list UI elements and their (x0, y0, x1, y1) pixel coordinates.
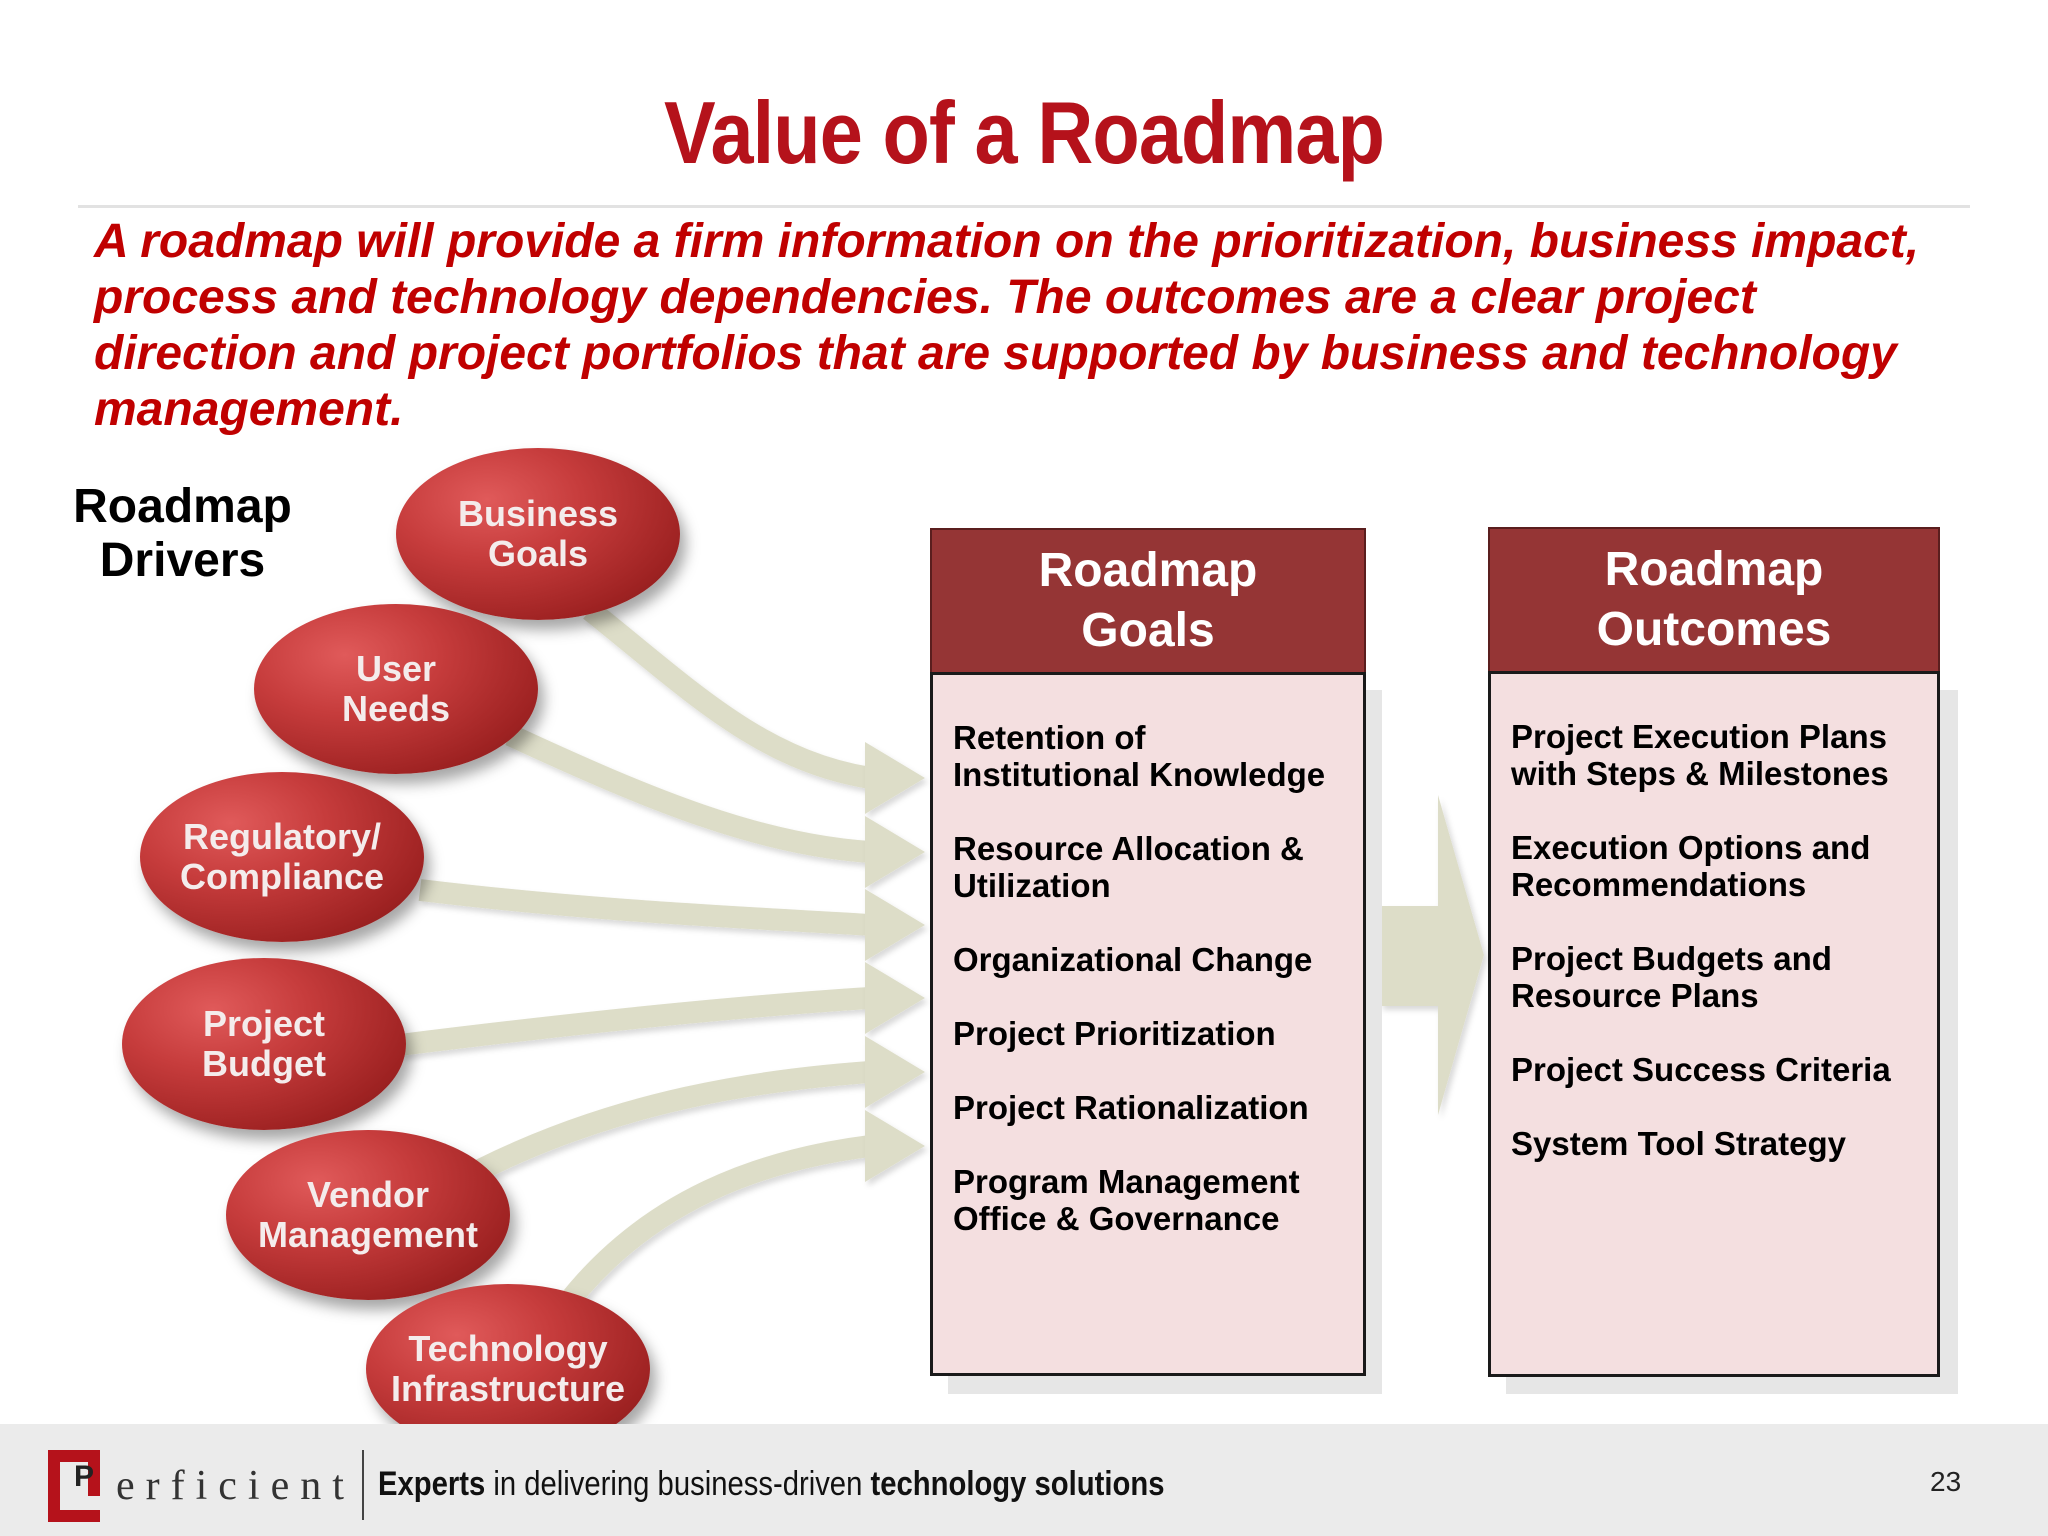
goals-to-outcomes-arrow (1380, 795, 1484, 1115)
perficient-logo-word: erficient (116, 1463, 355, 1509)
footer-tagline: Experts in delivering business-driven te… (378, 1465, 1165, 1503)
outcome-item: Project Success Criteria (1511, 1051, 1891, 1088)
arrowhead-3 (865, 889, 925, 961)
flow-user-needs (505, 725, 871, 863)
drivers-label: Roadmap Drivers (73, 480, 292, 587)
svg-text:P: P (74, 1460, 94, 1493)
flow-project-budget (398, 987, 871, 1056)
title-rule (78, 205, 1970, 208)
flow-vendor (475, 1061, 871, 1180)
slide-subtitle: A roadmap will provide a firm informatio… (94, 215, 1920, 436)
goal-item: Resource Allocation &Utilization (953, 830, 1304, 904)
arrowhead-1 (865, 742, 925, 814)
flow-technology (561, 1135, 872, 1307)
arrowhead-2 (865, 816, 925, 888)
arrowhead-4 (865, 962, 925, 1034)
page-number: 23 (1930, 1466, 1962, 1497)
driver-regulatory-compliance: Regulatory/Compliance (140, 772, 424, 942)
goal-item: Organizational Change (953, 941, 1313, 978)
perficient-logo-mark: P (48, 1450, 100, 1522)
goal-item: Project Rationalization (953, 1089, 1309, 1126)
goal-item: Project Prioritization (953, 1015, 1276, 1052)
arrowhead-6 (865, 1110, 925, 1182)
outcome-item: System Tool Strategy (1511, 1125, 1846, 1162)
flow-regulatory (418, 879, 871, 936)
flow-business-goals (583, 601, 872, 789)
footer-bar (0, 1424, 2048, 1536)
footer-divider (362, 1450, 364, 1520)
slide-title: Value of a Roadmap (663, 83, 1385, 182)
arrowhead-5 (865, 1036, 925, 1108)
